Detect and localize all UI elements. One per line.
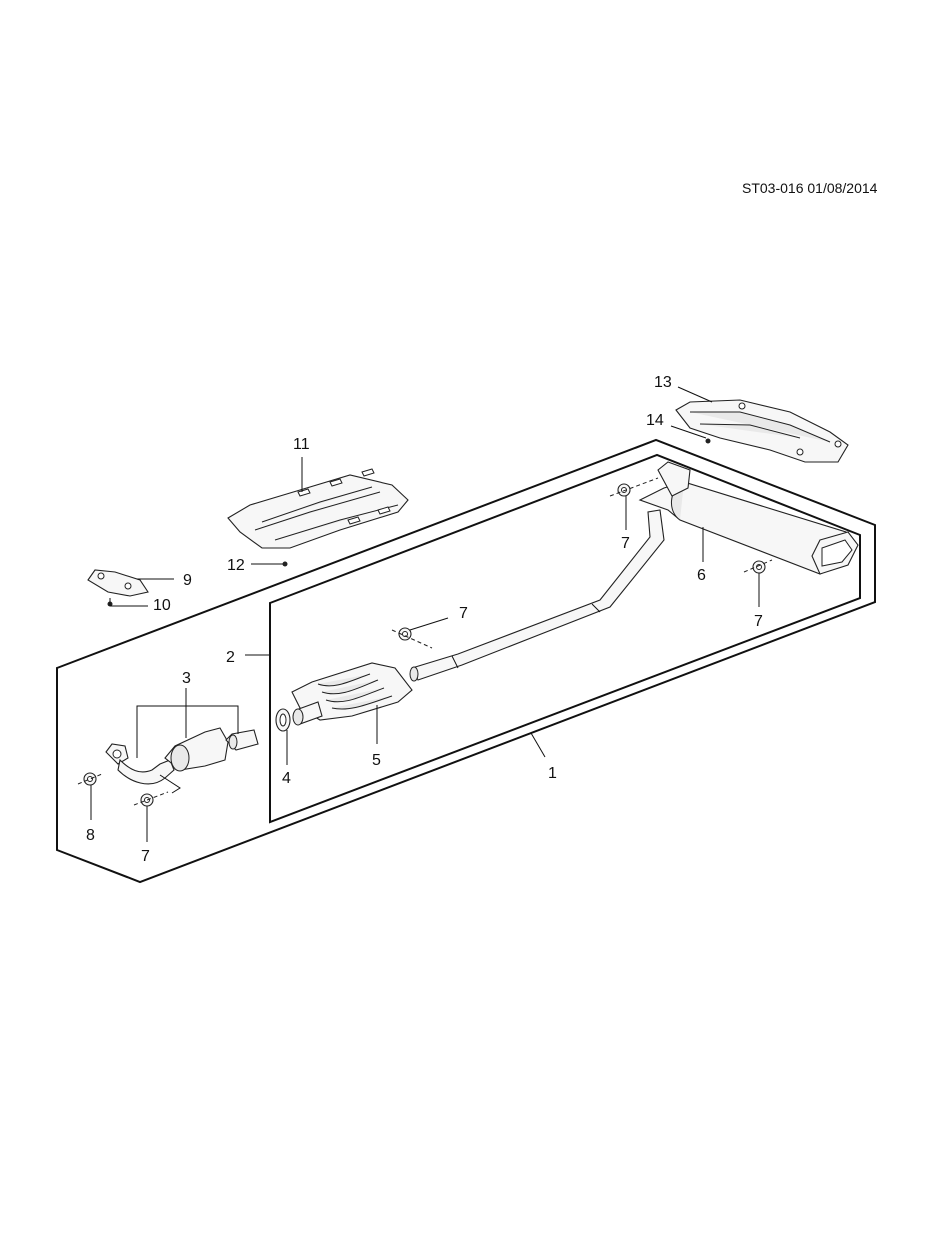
catalytic-converter-assembly (105, 727, 259, 794)
nut-12 (282, 561, 288, 567)
assembly-frame-inner (269, 453, 861, 824)
heat-shield-rear (675, 399, 849, 463)
callout-14: 14 (646, 412, 664, 429)
callout-4: 4 (282, 770, 291, 787)
callout-12: 12 (227, 557, 245, 574)
drawing-reference: ST03-016 01/08/2014 (742, 180, 878, 196)
callout-10: 10 (153, 597, 171, 614)
callout-13: 13 (654, 374, 672, 391)
rubber-hanger-7-rear-upper (609, 477, 659, 497)
callout-5: 5 (372, 752, 381, 769)
rubber-hanger-8 (77, 772, 103, 786)
callout-9: 9 (183, 572, 192, 589)
callout-1: 1 (548, 765, 557, 782)
rubber-hanger-7-mid (391, 627, 433, 649)
rear-muffler (638, 461, 859, 575)
callout-7-front: 7 (141, 848, 150, 865)
callout-3: 3 (182, 670, 191, 687)
intermediate-pipe (409, 509, 665, 682)
nut-14 (705, 438, 711, 444)
clamp-4 (275, 708, 291, 732)
callout-6: 6 (697, 567, 706, 584)
rubber-hanger-7-front (133, 791, 169, 807)
rubber-hanger-7-rear-lower (743, 559, 773, 574)
callout-7-rear-lower: 7 (754, 613, 763, 630)
leader-lines (90, 386, 760, 842)
callout-11: 11 (293, 436, 310, 453)
callout-8: 8 (86, 827, 95, 844)
assembly-frame-outer (56, 438, 876, 884)
callout-7-mid: 7 (459, 605, 468, 622)
bracket-9 (87, 569, 149, 597)
callout-7-rear-upper: 7 (621, 535, 630, 552)
heat-shield-front (227, 468, 409, 549)
callout-2: 2 (226, 649, 235, 666)
intermediate-silencer (291, 662, 413, 726)
